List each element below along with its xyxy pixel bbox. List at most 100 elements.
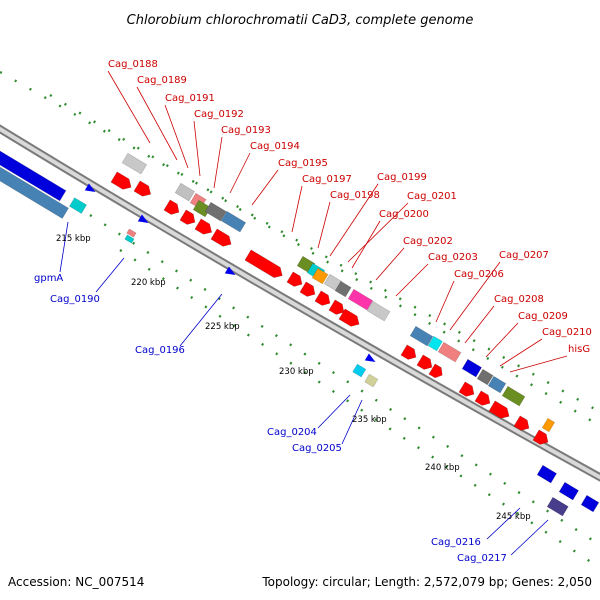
cds-shape [210,228,232,247]
feature-box [334,280,352,298]
gene-label[interactable]: Cag_0207 [499,250,549,261]
feature-shape [121,152,148,175]
scale-label: 220 kbp [131,278,166,288]
genome-summary-text: Topology: circular; Length: 2,572,079 bp… [261,575,592,589]
gene-label[interactable]: Cag_0209 [518,311,568,322]
cds-shape [338,308,360,327]
leader-line [395,263,429,297]
scale-label: 240 kbp [425,463,460,473]
feature-box [121,152,148,175]
gene-label[interactable]: Cag_0204 [267,427,317,438]
feature-shape [334,280,352,298]
feature-box [541,417,556,433]
leader-line [59,221,69,273]
leader-line [486,507,521,540]
feature-box [69,197,87,214]
cds-shape [532,429,549,445]
feature-shape [546,496,569,517]
feature-shape [364,373,379,388]
feature-shape [0,162,69,219]
feature-shape [220,210,247,233]
scale-label: 235 kbp [352,415,387,425]
gene-label[interactable]: Cag_0193 [221,125,271,136]
feature-box [311,267,329,285]
leader-line [435,280,455,323]
cds-shape [110,171,132,190]
gene-label[interactable]: Cag_0188 [108,59,158,70]
gene-label[interactable]: Cag_0216 [431,537,481,548]
gene-label[interactable]: Cag_0190 [50,294,100,305]
leader-line [95,257,125,293]
feature-shape [0,146,67,202]
gene-label[interactable]: hisG [568,344,590,355]
gene-label[interactable]: Cag_0205 [292,443,342,454]
gene-label[interactable]: Cag_0203 [428,252,478,263]
gene-label[interactable]: Cag_0189 [137,75,187,86]
feature-box [580,494,600,513]
gene-label[interactable]: Cag_0196 [135,345,185,356]
small-arrow-shape [224,266,236,276]
small-arrow [84,183,96,193]
cds-shape [286,271,303,287]
cds-arrow [328,299,345,315]
feature-box [126,228,137,238]
cds-shape [488,400,510,419]
feature-box [220,210,247,233]
feature-shape [427,335,443,352]
small-arrow [224,266,236,276]
gene-label[interactable]: Cag_0195 [278,158,328,169]
feature-box [536,464,557,484]
feature-shape [437,341,462,363]
gene-label[interactable]: Cag_0206 [454,269,504,280]
feature-shape [69,197,87,214]
gene-label[interactable]: Cag_0192 [194,109,244,120]
leader-line [317,394,351,429]
gene-label[interactable]: Cag_0208 [494,294,544,305]
gene-label[interactable]: Cag_0200 [379,209,429,220]
feature-box [437,341,462,363]
gene-label[interactable]: Cag_0194 [250,141,300,152]
leader-line [164,104,189,169]
leader-line [229,152,251,194]
forward-gene-labels: Cag_0188 Cag_0189 Cag_0191 Cag_0192 Cag_… [108,59,592,355]
feature-box [501,385,526,407]
gene-label[interactable]: Cag_0201 [407,191,457,202]
cds-shape [474,390,491,406]
feature-shape [124,234,135,244]
leader-line [317,201,331,249]
gene-label[interactable]: Cag_0199 [377,172,427,183]
gene-label[interactable]: gpmA [34,273,63,284]
leader-line [375,247,405,281]
feature-box [461,358,482,378]
feature-shape [311,267,329,285]
gene-label[interactable]: Cag_0191 [165,93,215,104]
feature-shape [352,363,367,378]
gene-label[interactable]: Cag_0197 [302,174,352,185]
gene-label[interactable]: Cag_0217 [457,553,507,564]
cds-arrow [244,249,283,278]
gene-label[interactable]: Cag_0202 [403,236,453,247]
genome-backbone [0,124,600,482]
small-arrow-shape [84,183,96,193]
cds-arrow [532,429,549,445]
scale-label: 225 kbp [205,322,240,332]
gene-features [0,146,600,517]
feature-box [546,496,569,517]
leader-line [510,519,549,556]
feature-box [0,146,67,202]
feature-shape [204,201,227,222]
cds-arrow [400,344,417,360]
feature-shape [126,228,137,238]
feature-shape [409,325,434,347]
cds-arrow [488,400,510,419]
accession-text: Accession: NC_007514 [8,575,144,589]
gene-label[interactable]: Cag_0210 [542,327,592,338]
feature-box [352,363,367,378]
reverse-gene-labels: gpmA Cag_0190 Cag_0196 Cag_0204 Cag_0205… [34,273,507,564]
gene-label[interactable]: Cag_0198 [330,190,380,201]
tick-marks [0,70,600,570]
cds-shape [299,281,316,297]
cds-shape [194,218,213,235]
tick-row [89,213,600,547]
